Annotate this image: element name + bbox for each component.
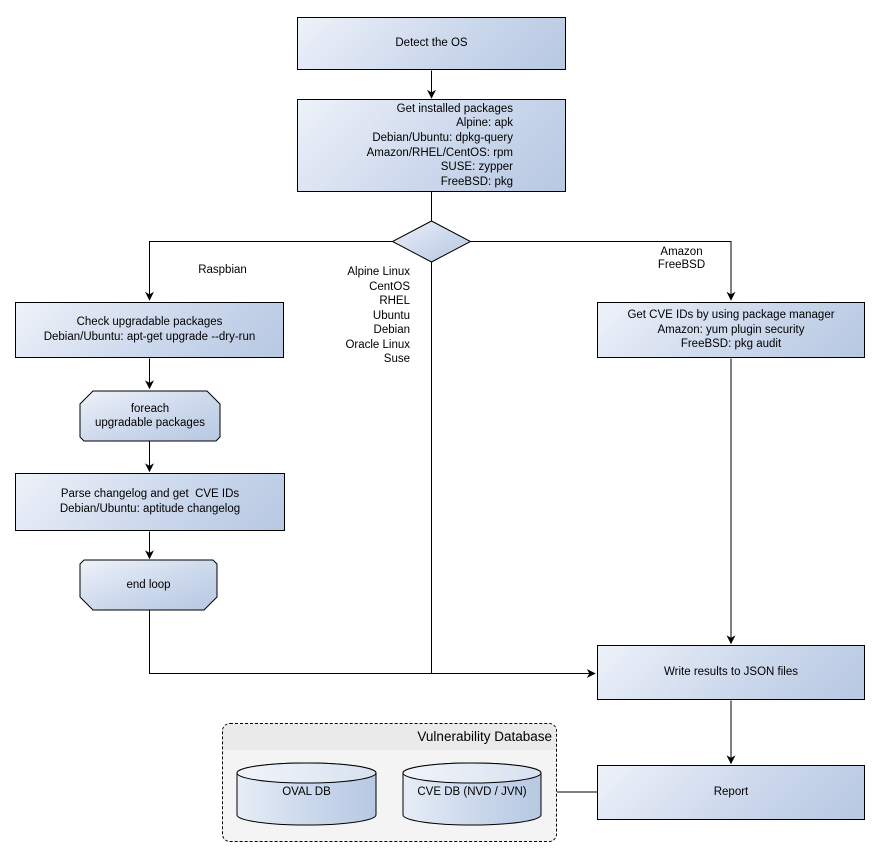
node-label-line: Debian/Ubuntu: dpkg-query [372,131,513,144]
node-label-line: Debian/Ubuntu: apt-get upgrade --dry-run [43,331,256,343]
branch-label-line: FreeBSD [657,259,706,271]
node-label-line: Alpine: apk [456,117,513,130]
os-list-item: CentOS [369,280,410,293]
vulnerability-database-group: Vulnerability Database [222,723,557,842]
os-list-item: Debian [373,324,410,336]
branch-label-amazon-freebsd: Amazon FreeBSD [644,246,719,272]
end-loop-label: end loop [80,560,217,610]
node-label: Report [713,786,749,799]
node-label-line: SUSE: zypper [440,161,513,174]
branch-label-os-list: Alpine Linux CentOS RHEL Ubuntu Debian O… [300,265,410,367]
cve-db-label: CVE DB (NVD / JVN) [417,786,527,798]
node-report: Report [597,765,865,820]
node-detect-os: Detect the OS [297,17,566,70]
branch-label-line: Amazon [660,246,703,258]
node-get-installed-packages: Get installed packages Alpine: apk Debia… [297,99,566,192]
node-label: Detect the OS [395,37,468,50]
node-label: end loop [126,578,171,591]
node-label-line: Get CVE IDs by using package manager [627,309,835,322]
node-label-line: Amazon/RHEL/CentOS: rpm [366,146,513,159]
os-list-item: Ubuntu [372,309,410,322]
oval-db-label: OVAL DB [282,786,331,798]
branch-label-raspbian: Raspbian [198,264,247,276]
node-label-line: upgradable packages [95,417,205,429]
edge-endloop-to-write [149,610,596,678]
node-check-upgradable: Check upgradable packages Debian/Ubuntu:… [15,302,284,358]
node-label-line: FreeBSD: pkg audit [680,338,782,351]
os-list-item: Alpine Linux [347,266,410,278]
node-label-line: Debian/Ubuntu: aptitude changelog [59,503,241,515]
node-label: Write results to JSON files [664,666,798,679]
node-label-line: Amazon: yum plugin security [657,323,805,336]
vulnerability-database-title: Vulnerability Database [223,724,556,750]
node-write-results: Write results to JSON files [597,645,865,700]
node-label-line: Check upgradable packages [76,316,223,329]
os-list-item: RHEL [379,295,410,307]
node-label-line: Parse changelog and get CVE IDs [60,488,240,501]
node-label-line: FreeBSD: pkg [440,175,513,188]
os-list-item: Suse [383,353,410,365]
node-get-cve-ids: Get CVE IDs by using package manager Ama… [597,302,865,358]
os-list-item: Oracle Linux [345,338,410,351]
node-label-line: Get installed packages [396,102,513,115]
foreach-loop-label: foreach upgradable packages [80,391,220,441]
node-parse-changelog: Parse changelog and get CVE IDs Debian/U… [15,473,285,531]
decision-diamond [391,220,472,263]
node-label-line: foreach [130,402,170,415]
